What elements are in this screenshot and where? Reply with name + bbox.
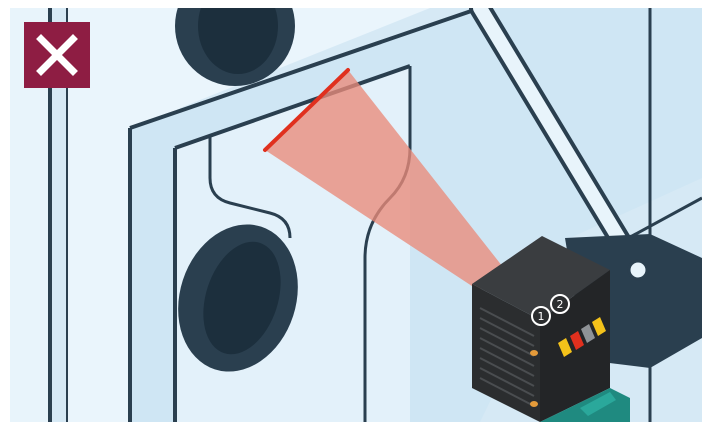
sensor-badge-2: 2	[551, 295, 569, 313]
sensor-badge-1: 1	[532, 307, 550, 325]
illustration-frame: 1 2	[10, 8, 702, 422]
illustration: 1 2	[10, 8, 702, 422]
sensor-badge-2-label: 2	[557, 298, 564, 311]
status-badge	[24, 22, 90, 88]
sensor-badge-1-label: 1	[538, 310, 545, 323]
